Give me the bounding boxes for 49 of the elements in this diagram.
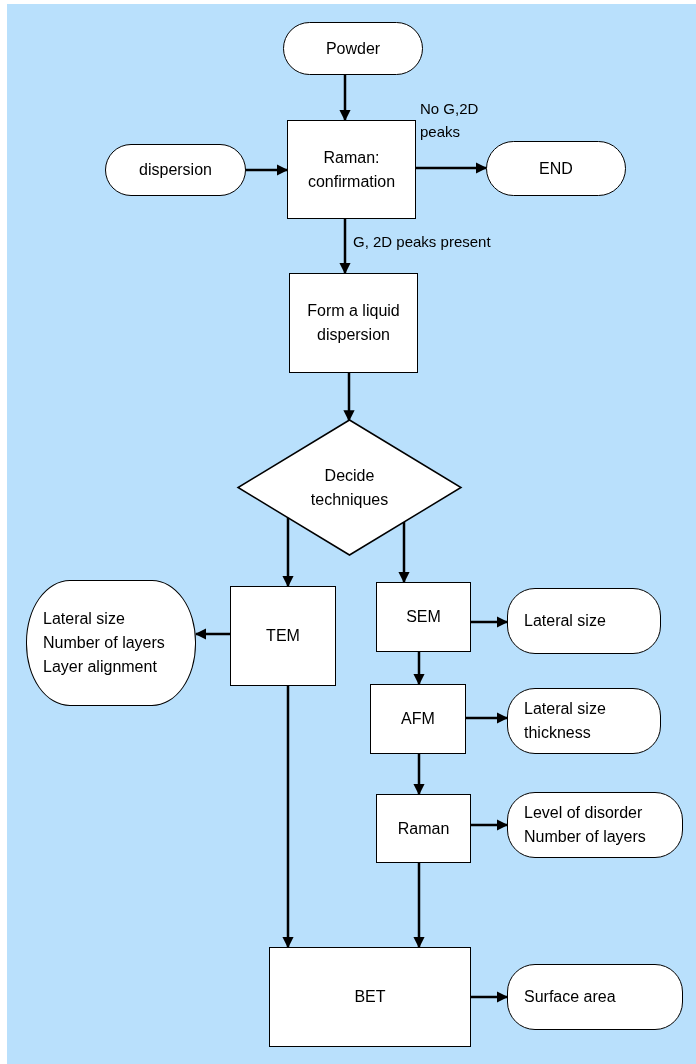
arrow (246, 164, 289, 176)
node-text: dispersion (139, 160, 212, 180)
result-box (507, 792, 683, 858)
node-text: thickness (524, 723, 591, 743)
arrow (471, 819, 509, 831)
node-text: Raman: confirmation (306, 147, 397, 192)
node-text: Form a liquid dispersion (306, 301, 401, 345)
node-text: BET (354, 987, 386, 1007)
node-text: Lateral size (43, 609, 125, 629)
process-box (370, 684, 466, 754)
node-text: SEM (406, 607, 441, 627)
node-text: Level of disorder (524, 803, 643, 823)
node-text: Number of layers (43, 633, 165, 653)
arrow (282, 517, 294, 588)
arrow (413, 754, 425, 796)
arrow (194, 628, 230, 640)
result-box (507, 688, 661, 754)
arrow (398, 522, 410, 584)
node-text: AFM (401, 709, 435, 729)
arrow (471, 616, 509, 628)
node-text: Raman (397, 818, 450, 839)
process-box (269, 947, 471, 1047)
terminal-box (283, 22, 423, 75)
arrow (413, 863, 425, 949)
arrow (416, 162, 488, 174)
node-text: Lateral size (524, 699, 606, 719)
arrow (466, 712, 509, 724)
process-box (376, 794, 471, 863)
process-box (289, 273, 418, 373)
result-box (507, 964, 683, 1030)
arrow (413, 652, 425, 686)
node-text: END (539, 158, 573, 179)
result-box (507, 588, 661, 654)
node-text: Decide techniques (309, 465, 390, 510)
arrow (339, 219, 351, 275)
process-box (376, 582, 471, 652)
node-text: Layer alignment (43, 657, 157, 677)
node-text: Surface area (524, 987, 616, 1007)
node-text: Powder (325, 38, 381, 59)
arrow (343, 373, 355, 422)
terminal-box (105, 144, 246, 196)
arrow (471, 991, 509, 1003)
arrow (339, 75, 351, 122)
process-box (230, 586, 336, 686)
process-box (287, 120, 416, 219)
arrow (282, 686, 294, 949)
node-text: TEM (266, 626, 300, 646)
node-text: Number of layers (524, 827, 646, 847)
node-text: Lateral size (524, 611, 606, 631)
